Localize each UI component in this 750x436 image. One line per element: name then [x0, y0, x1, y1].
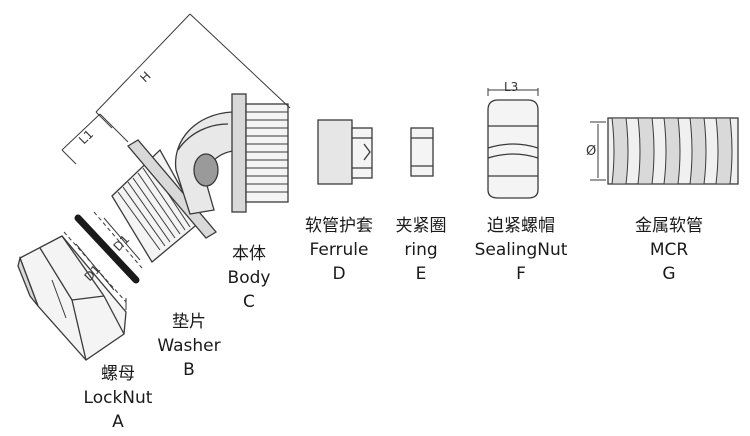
locknut-letter: A — [112, 412, 124, 432]
ring-en: ring — [404, 240, 438, 260]
ferrule-drawing — [317, 119, 373, 185]
body-en: Body — [227, 268, 271, 288]
body-cn: 本体 — [231, 244, 266, 264]
ring-drawing — [410, 127, 434, 177]
body-letter: C — [243, 292, 255, 312]
locknut-cn: 螺母 — [100, 364, 135, 384]
mcr-en: MCR — [649, 240, 689, 260]
label-ferrule: 软管护套 Ferrule D — [305, 214, 373, 286]
ring-cn: 夹紧圈 — [395, 216, 447, 236]
label-mcr: 金属软管 MCR G — [635, 214, 703, 286]
washer-en: Washer — [157, 336, 221, 356]
body-d1-dimension — [93, 211, 143, 269]
ferrule-en: Ferrule — [309, 240, 369, 260]
nut-d1-dimension — [63, 231, 127, 310]
washer-cn: 垫片 — [172, 312, 206, 332]
body-drawing — [111, 93, 289, 263]
ferrule-cn: 软管护套 — [305, 216, 373, 236]
ferrule-letter: D — [332, 264, 346, 284]
mcr-letter: G — [662, 264, 676, 284]
label-body: 本体 Body C — [228, 242, 271, 314]
label-ring: 夹紧圈 ring E — [396, 214, 447, 286]
dim-l3: L3 — [504, 80, 519, 94]
mcr-drawing — [590, 117, 739, 185]
label-sealingnut: 迫紧螺帽 SealingNut F — [475, 214, 568, 286]
washer-letter: B — [183, 360, 195, 380]
dim-diameter: Ø — [586, 144, 597, 159]
ring-letter: E — [415, 264, 427, 284]
label-locknut: 螺母 LockNut A — [84, 362, 153, 434]
mcr-cn: 金属软管 — [635, 216, 703, 236]
locknut-en: LockNut — [83, 388, 153, 408]
sealingnut-en: SealingNut — [474, 240, 568, 260]
sealingnut-cn: 迫紧螺帽 — [487, 216, 555, 236]
sealingnut-letter: F — [516, 264, 526, 284]
sealingnut-drawing — [487, 88, 539, 199]
label-washer: 垫片 Washer B — [157, 310, 220, 382]
washer-drawing — [74, 214, 140, 284]
locknut-drawing — [17, 235, 127, 361]
h-l1-dimensions — [61, 13, 291, 165]
